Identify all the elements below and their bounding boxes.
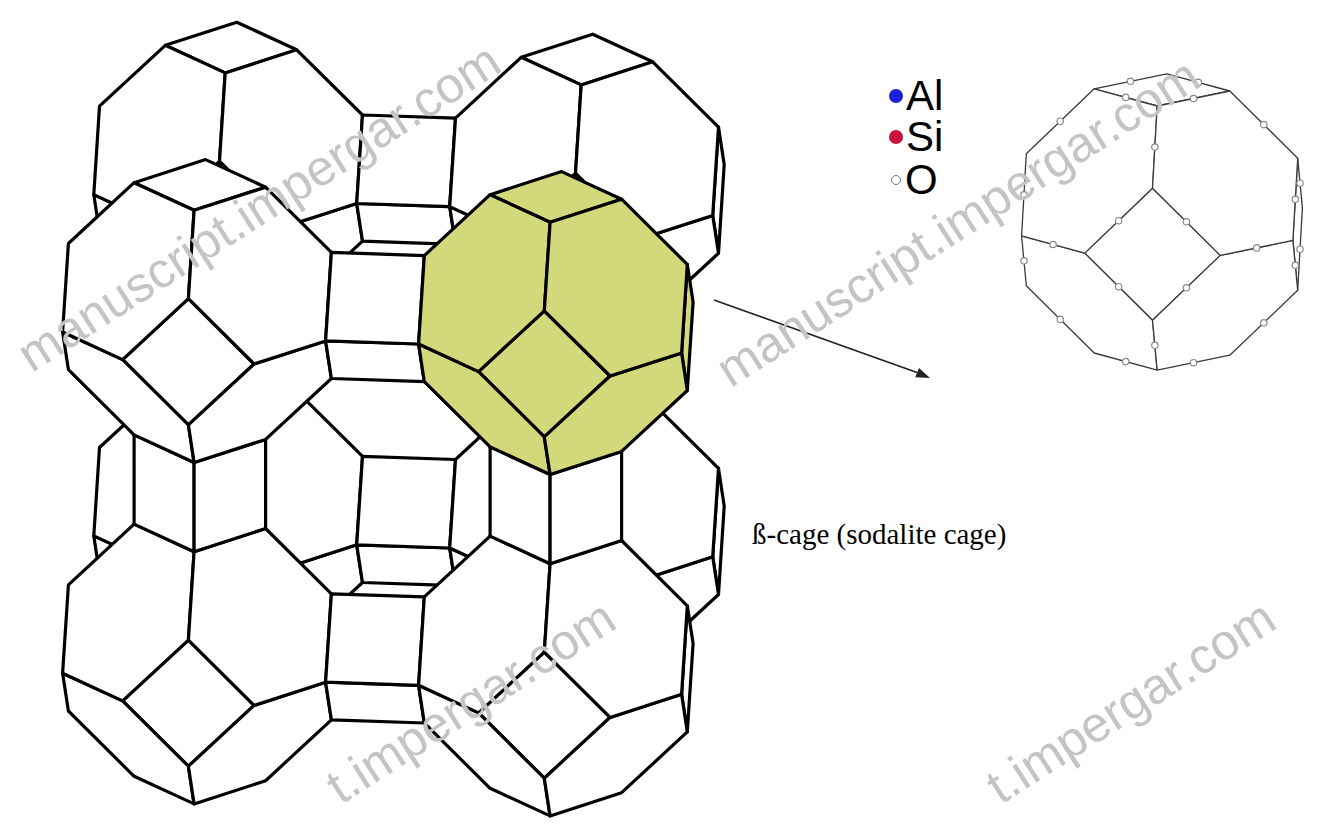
watermark: manuscript.impergar.com: [9, 35, 508, 380]
highlighted-cage: [419, 172, 693, 475]
legend-circle: [891, 175, 901, 185]
legend-dot: [889, 89, 903, 103]
watermark: t.impergar.com: [318, 591, 623, 812]
cage-face: [357, 545, 456, 586]
cage-face: [357, 456, 456, 548]
cage-face: [1153, 240, 1298, 370]
oxygen-atom: [1261, 121, 1267, 127]
oxygen-atom: [1297, 246, 1303, 252]
legend-text: Al: [906, 74, 943, 118]
cage-label: ß-cage (sodalite cage): [752, 520, 1006, 549]
oxygen-atom: [1057, 118, 1063, 124]
watermark: t.impergar.com: [978, 591, 1283, 812]
oxygen-atom: [1050, 241, 1056, 247]
oxygen-atom: [1152, 342, 1158, 348]
oxygen-atom: [1183, 219, 1189, 225]
oxygen-atom: [1021, 258, 1027, 264]
oxygen-atom: [1297, 180, 1303, 186]
cage-face: [419, 195, 550, 372]
oxygen-atom: [1115, 218, 1121, 224]
cage-face: [326, 594, 425, 686]
double-four-ring: [326, 594, 431, 723]
oxygen-atom: [1253, 245, 1259, 251]
oxygen-atom: [1057, 316, 1063, 322]
cage-face: [188, 529, 331, 706]
arrow-head: [915, 368, 930, 378]
legend-row: Al: [889, 74, 943, 118]
legend-dot: [889, 130, 903, 144]
legend-row: O: [889, 158, 938, 202]
cage-face: [1153, 91, 1298, 255]
cage-face: [544, 199, 687, 376]
oxygen-atom: [1292, 196, 1298, 202]
oxygen-atom: [1183, 285, 1189, 291]
double-four-ring: [357, 456, 462, 585]
watermark: manuscript.impergar.com: [708, 50, 1207, 395]
cage-face: [326, 341, 425, 382]
oxygen-atom: [1261, 320, 1267, 326]
legend-text: Si: [906, 115, 943, 159]
oxygen-atom: [1123, 358, 1129, 364]
oxygen-atom: [1292, 262, 1298, 268]
cage-face: [357, 204, 456, 245]
oxygen-atom: [1115, 284, 1121, 290]
cage-face: [63, 524, 195, 701]
cage-face: [326, 252, 425, 344]
oxygen-atom: [1190, 360, 1196, 366]
legend-text: O: [905, 158, 938, 202]
legend-row: Si: [889, 115, 943, 159]
cage-face: [1022, 236, 1158, 370]
double-four-ring: [326, 252, 431, 381]
oxygen-atom: [1152, 144, 1158, 150]
